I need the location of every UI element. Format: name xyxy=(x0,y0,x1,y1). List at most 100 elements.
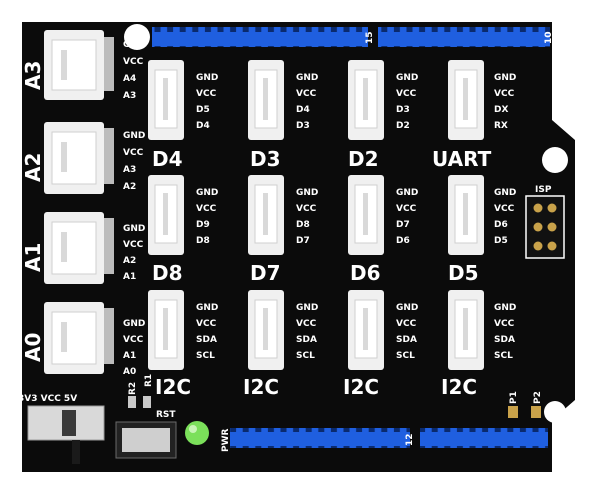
pin-label: VCC xyxy=(123,57,144,67)
pin-label: SCL xyxy=(296,351,315,361)
voltage-switch[interactable]: 3V3 VCC 5V xyxy=(18,394,105,464)
port-name: UART xyxy=(432,147,492,171)
bottom-header-left xyxy=(230,428,410,448)
grove-port-d5: GND VCC D6 D5 D5 xyxy=(448,175,516,285)
port-name: D8 xyxy=(152,261,183,285)
port-name: D6 xyxy=(350,261,381,285)
mount-hole xyxy=(544,401,566,423)
analog-port-a2: A2 GND VCC A3 A2 xyxy=(21,122,145,194)
pwr-label: PWR xyxy=(221,428,231,452)
pin-label: D3 xyxy=(396,105,410,115)
port-name: I2C xyxy=(155,375,191,399)
pin-label: D3 xyxy=(296,121,310,131)
pin-label: D7 xyxy=(396,220,410,230)
grove-port-d7: GND VCC D8 D7 D7 xyxy=(248,175,318,285)
pin-label: SDA xyxy=(296,335,317,345)
resistor-label: R2 xyxy=(128,382,138,395)
analog-ports: A3 GND VCC A4 A3 A2 GND VCC A3 A2 A1 GND… xyxy=(21,30,145,377)
analog-port-a3: A3 GND VCC A4 A3 xyxy=(21,30,145,101)
pin-label: VCC xyxy=(396,89,417,99)
pin-label: VCC xyxy=(123,335,144,345)
grove-port-uart: GND VCC DX RX UART xyxy=(432,60,516,171)
pin-label: D4 xyxy=(296,105,310,115)
pin-label: GND xyxy=(494,73,516,83)
pin-label: D5 xyxy=(196,105,210,115)
port-name: I2C xyxy=(343,375,379,399)
grove-port-i2c: GND VCC SDA SCL I2C xyxy=(148,290,218,399)
resistor xyxy=(128,396,136,408)
pin-label: GND xyxy=(296,73,318,83)
bottom-header-label: 12 xyxy=(405,433,415,446)
pin-label: VCC xyxy=(494,89,515,99)
rst-label: RST xyxy=(156,410,176,420)
port-grid: GND VCC D5 D4 D4 GND VCC D4 D3 D3 GND VC… xyxy=(148,60,516,399)
analog-port-a0: A0 GND VCC A1 A0 xyxy=(21,302,145,377)
pin-label: VCC xyxy=(296,319,317,329)
resistor-label: R1 xyxy=(144,374,154,387)
resistor xyxy=(143,396,151,408)
pin-label: GND xyxy=(396,303,418,313)
pin-label: GND xyxy=(123,224,145,234)
pin-label: GND xyxy=(196,303,218,313)
pin-label: RX xyxy=(494,121,508,131)
analog-port-name: A3 xyxy=(21,61,45,90)
pin-label: GND xyxy=(296,303,318,313)
pin-label: GND xyxy=(196,188,218,198)
pin-label: D2 xyxy=(396,121,410,131)
grove-port-d8: GND VCC D9 D8 D8 xyxy=(148,175,218,285)
grove-port-d3: GND VCC D4 D3 D3 xyxy=(248,60,318,171)
port-name: D2 xyxy=(348,147,379,171)
mount-hole xyxy=(542,147,568,173)
pin-label: VCC xyxy=(494,319,515,329)
port-name: D5 xyxy=(448,261,479,285)
pin-label: A2 xyxy=(123,256,136,266)
pin-label: GND xyxy=(296,188,318,198)
solder-pad xyxy=(508,406,518,418)
pin-label: VCC xyxy=(396,319,417,329)
reset-button[interactable]: RST xyxy=(115,410,177,459)
pin-label: VCC xyxy=(123,148,144,158)
bottom-header-right xyxy=(420,428,548,448)
pin-label: A1 xyxy=(123,351,136,361)
pin-label: D5 xyxy=(494,236,508,246)
pin-label: A3 xyxy=(123,165,136,175)
pin-label: D8 xyxy=(296,220,310,230)
pin-label: VCC xyxy=(123,240,144,250)
port-name: D7 xyxy=(250,261,281,285)
pin-label: GND xyxy=(494,303,516,313)
port-name: D4 xyxy=(152,147,183,171)
pin-label: VCC xyxy=(296,89,317,99)
analog-port-name: A0 xyxy=(21,333,45,362)
pin-label: SCL xyxy=(396,351,415,361)
grove-port-d4: GND VCC D5 D4 D4 xyxy=(148,60,218,171)
pin-label: A1 xyxy=(123,272,136,282)
grove-port-i2c: GND VCC SDA SCL I2C xyxy=(441,290,516,399)
pin-label: VCC xyxy=(296,204,317,214)
pin-label: D8 xyxy=(196,236,210,246)
pin-label: VCC xyxy=(196,319,217,329)
pin-label: SDA xyxy=(396,335,417,345)
analog-port-name: A2 xyxy=(21,153,45,182)
grove-port-i2c: GND VCC SDA SCL I2C xyxy=(243,290,318,399)
pin-label: SDA xyxy=(196,335,217,345)
top-header-label: 15 xyxy=(365,31,375,44)
grove-port-i2c: GND VCC SDA SCL I2C xyxy=(343,290,418,399)
analog-port-name: A1 xyxy=(21,243,45,272)
top-header-left xyxy=(152,27,368,47)
pin-label: VCC xyxy=(196,89,217,99)
port-name: I2C xyxy=(441,375,477,399)
pin-label: DX xyxy=(494,105,508,115)
port-name: D3 xyxy=(250,147,281,171)
pad-label: P1 xyxy=(509,391,519,404)
grove-port-d6: GND VCC D7 D6 D6 xyxy=(348,175,418,285)
pin-label: VCC xyxy=(396,204,417,214)
port-name: I2C xyxy=(243,375,279,399)
pin-label: GND xyxy=(196,73,218,83)
pin-label: D4 xyxy=(196,121,210,131)
top-header-right xyxy=(378,27,550,47)
pin-label: SCL xyxy=(196,351,215,361)
pin-label: GND xyxy=(396,188,418,198)
pin-label: SCL xyxy=(494,351,513,361)
pin-label: GND xyxy=(396,73,418,83)
